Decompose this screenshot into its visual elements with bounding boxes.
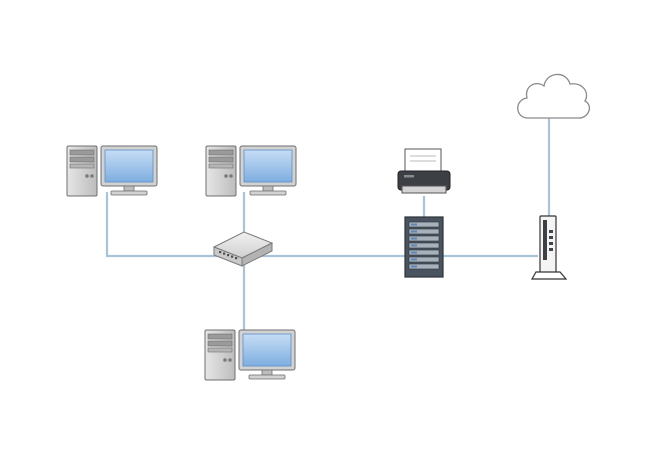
desktop-computer-icon	[66, 145, 158, 197]
link-workstation-1-switch	[105, 192, 242, 258]
cloud-icon	[517, 73, 591, 119]
desktop-computer-icon	[204, 329, 296, 381]
links	[105, 118, 551, 332]
desktop-computer-icon	[205, 145, 297, 197]
modem-icon	[530, 215, 568, 280]
server-rack-icon	[404, 216, 444, 278]
printer-icon	[397, 148, 451, 194]
switch-icon	[212, 231, 274, 267]
